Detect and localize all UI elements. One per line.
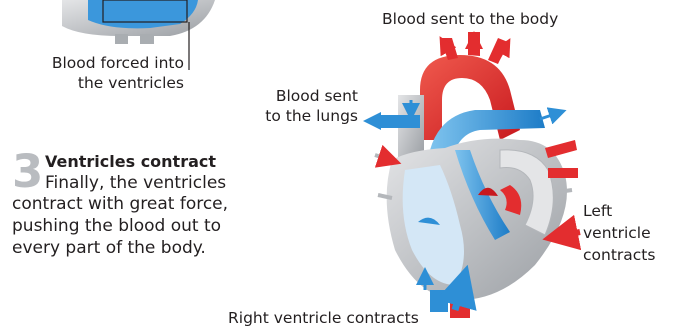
- label-blood-sent-to-lungs: Blood sent to the lungs: [244, 86, 358, 126]
- arrow-squeeze-right: [558, 190, 572, 192]
- label-line: Left: [583, 200, 655, 222]
- heart-illustration: [380, 32, 578, 318]
- label-blood-sent-to-body: Blood sent to the body: [382, 9, 558, 29]
- step-text-line: pushing the blood out to: [12, 216, 221, 237]
- label-line: to the lungs: [244, 106, 358, 126]
- label-right-ventricle-contracts: Right ventricle contracts: [228, 308, 419, 328]
- label-line: contracts: [583, 244, 655, 266]
- label-line: the ventricles: [22, 73, 184, 93]
- label-line: Blood sent: [244, 86, 358, 106]
- arrow-left-ventricle-squeeze: [560, 232, 580, 236]
- label-blood-forced-into-ventricles: Blood forced into the ventricles: [22, 53, 184, 93]
- arrow-to-right-lung: [540, 113, 558, 119]
- label-line: Blood forced into: [22, 53, 184, 73]
- step-text-line: contract with great force,: [12, 194, 228, 215]
- label-line: ventricle: [583, 222, 655, 244]
- step-text-line: Finally, the ventricles: [45, 173, 226, 194]
- label-left-ventricle-contracts: Left ventricle contracts: [583, 200, 655, 266]
- step-number: 3: [12, 150, 43, 194]
- step-title: Ventricles contract: [45, 151, 216, 172]
- arrow-squeeze-left-1: [375, 155, 390, 160]
- step-text-line: every part of the body.: [12, 238, 206, 259]
